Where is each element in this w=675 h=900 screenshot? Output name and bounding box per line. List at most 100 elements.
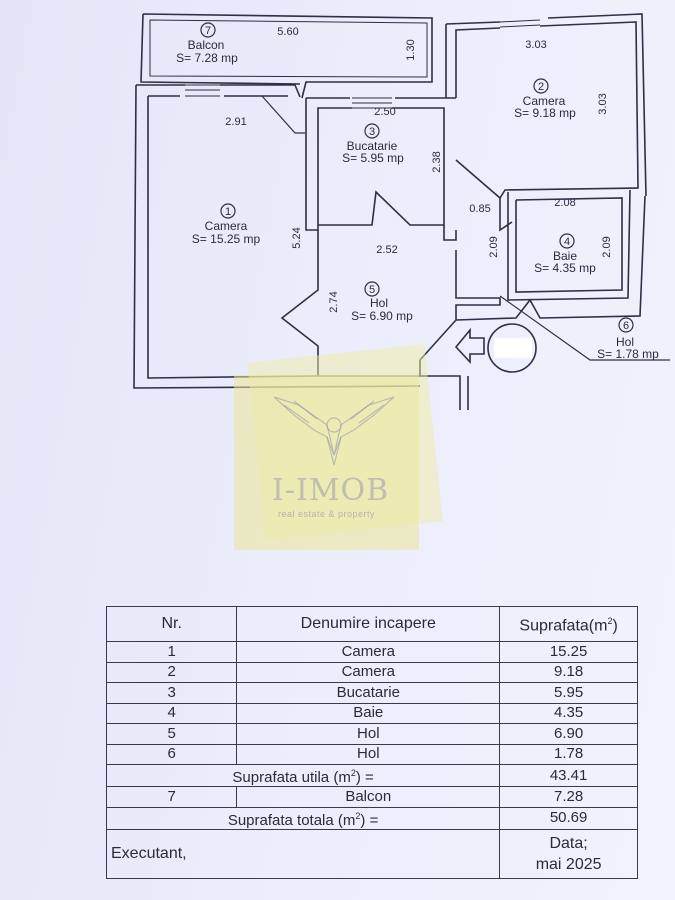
dim-balcony-width: 5.60 [277, 26, 298, 38]
balcony-area: 7.28 [499, 786, 638, 808]
room-7-marker [200, 22, 216, 38]
useful-area-label: Suprafata utila (m2) = [105, 764, 501, 787]
entry-diag [499, 295, 670, 361]
room-3-num: 3 [369, 126, 375, 138]
room-6-area: S= 1.78 mp [597, 347, 659, 361]
room-5-name: Hol [370, 296, 388, 310]
eagle-logo-icon [273, 396, 395, 466]
dim-room1-width: 2.91 [225, 116, 246, 128]
row-area: 1.78 [499, 743, 638, 765]
signature-row: Executant, Data;mai 2025 [105, 828, 638, 879]
dim-room2-width: 3.03 [525, 39, 546, 51]
room-1-num: 1 [225, 206, 231, 218]
dim-bath-depth: 2.09 [601, 236, 613, 257]
room1-door-swing [261, 95, 305, 134]
room-3-area: S= 5.95 mp [342, 151, 404, 165]
row-area: 6.90 [499, 723, 638, 745]
date-value: mai 2025 [535, 855, 602, 873]
room-6-marker [618, 317, 634, 333]
total-area-sup: 2 [355, 810, 361, 821]
room-5-num: 5 [369, 284, 375, 296]
room-1-area: S= 15.25 mp [192, 232, 261, 246]
dim-kitchen-depth: 2.38 [431, 151, 443, 172]
dim-bath-width: 2.08 [554, 197, 575, 209]
dim-room1-depth: 5.24 [291, 227, 303, 248]
header-area-text: Suprafata(m [519, 617, 608, 635]
dim-hall-depth: 2.74 [328, 291, 340, 312]
dim-passage-depth: 2.09 [488, 236, 500, 257]
header-area-close: ) [612, 617, 618, 635]
room-5-marker [364, 281, 380, 297]
table-row: 3 Bucatarie 5.95 [105, 682, 638, 704]
room-4-name: Baie [553, 249, 577, 263]
useful-area-row: Suprafata utila (m2) = 43.41 [105, 764, 638, 787]
room1-wall [133, 84, 421, 389]
room-1-name: Camera [205, 219, 248, 233]
room-7-area: S= 7.28 mp [176, 51, 238, 65]
room1-window [185, 84, 220, 97]
room-3-name: Bucatarie [347, 139, 398, 153]
total-area-text: Suprafata totala (m [227, 811, 356, 829]
room-2-num: 2 [538, 81, 544, 93]
balcony-wall [140, 13, 433, 99]
room-4-area: S= 4.35 mp [534, 261, 596, 275]
row-area: 15.25 [499, 641, 638, 663]
row-nr: 5 [105, 723, 238, 745]
row-nr: 4 [105, 702, 238, 724]
row-name: Bucatarie [236, 682, 501, 704]
room-5-area: S= 6.90 mp [351, 309, 413, 323]
row-name: Hol [236, 743, 501, 765]
table-row: 5 Hol 6.90 [105, 723, 638, 745]
kitchen-window [352, 97, 392, 109]
useful-area-close: ) = [355, 769, 374, 786]
balcony-inner [149, 19, 428, 78]
row-name: Hol [236, 723, 501, 745]
header-room-name: Denumire incapere [236, 606, 501, 642]
row-name: Camera [236, 661, 501, 683]
room-6-name: Hol [616, 335, 634, 349]
room-7-num: 7 [205, 25, 211, 37]
room-6-num: 6 [623, 320, 629, 332]
total-area-label: Suprafata totala (m2) = [105, 806, 501, 830]
room-3-marker [364, 123, 380, 139]
table-row: 6 Hol 1.78 [105, 743, 638, 765]
dim-kitchen-width: 2.50 [374, 106, 395, 118]
date-cell: Data;mai 2025 [499, 828, 638, 879]
total-area-row: Suprafata totala (m2) = 50.69 [105, 806, 638, 830]
hall-wall [280, 225, 501, 377]
table-row: 4 Baie 4.35 [105, 702, 638, 724]
header-area: Suprafata(m2) [499, 606, 638, 642]
dim-passage: 0.85 [469, 203, 490, 215]
room-4-num: 4 [564, 236, 570, 248]
row-area: 9.18 [499, 661, 638, 683]
dim-room2-depth: 3.03 [597, 93, 609, 114]
balcony-name: Balcon [236, 786, 501, 808]
room-2-area: S= 9.18 mp [514, 106, 576, 120]
useful-area-text: Suprafata utila (m [232, 769, 351, 786]
header-area-sup: 2 [607, 616, 613, 627]
room-7-name: Balcon [188, 38, 225, 52]
bath-wall [499, 189, 631, 301]
entry-wall [420, 195, 646, 410]
header-nr: Nr. [105, 606, 238, 642]
row-nr: 3 [105, 682, 238, 704]
room-2-name: Camera [523, 94, 566, 108]
table-row: 1 Camera 15.25 [105, 641, 638, 663]
dim-balcony-depth: 1.30 [405, 39, 417, 60]
row-name: Baie [236, 702, 501, 724]
table-row: 2 Camera 9.18 [105, 661, 638, 683]
row-area: 5.95 [499, 682, 638, 704]
entry-marker-blank [494, 338, 532, 358]
useful-area-sup: 2 [350, 768, 356, 778]
room-1-marker [220, 203, 236, 219]
room-2-marker [533, 78, 549, 94]
useful-area-value: 43.41 [499, 764, 638, 787]
row-nr: 6 [105, 743, 238, 765]
floor-plan: 7 2 3 1 4 5 6 Balcon S= 7.28 mp Camera S… [133, 13, 670, 410]
entry-arrow [454, 327, 485, 365]
balcony-row: 7 Balcon 7.28 [105, 786, 638, 808]
row-area: 4.35 [499, 702, 638, 724]
room-4-marker [559, 233, 575, 249]
room2-wall [445, 13, 647, 200]
row-nr: 2 [105, 661, 238, 683]
